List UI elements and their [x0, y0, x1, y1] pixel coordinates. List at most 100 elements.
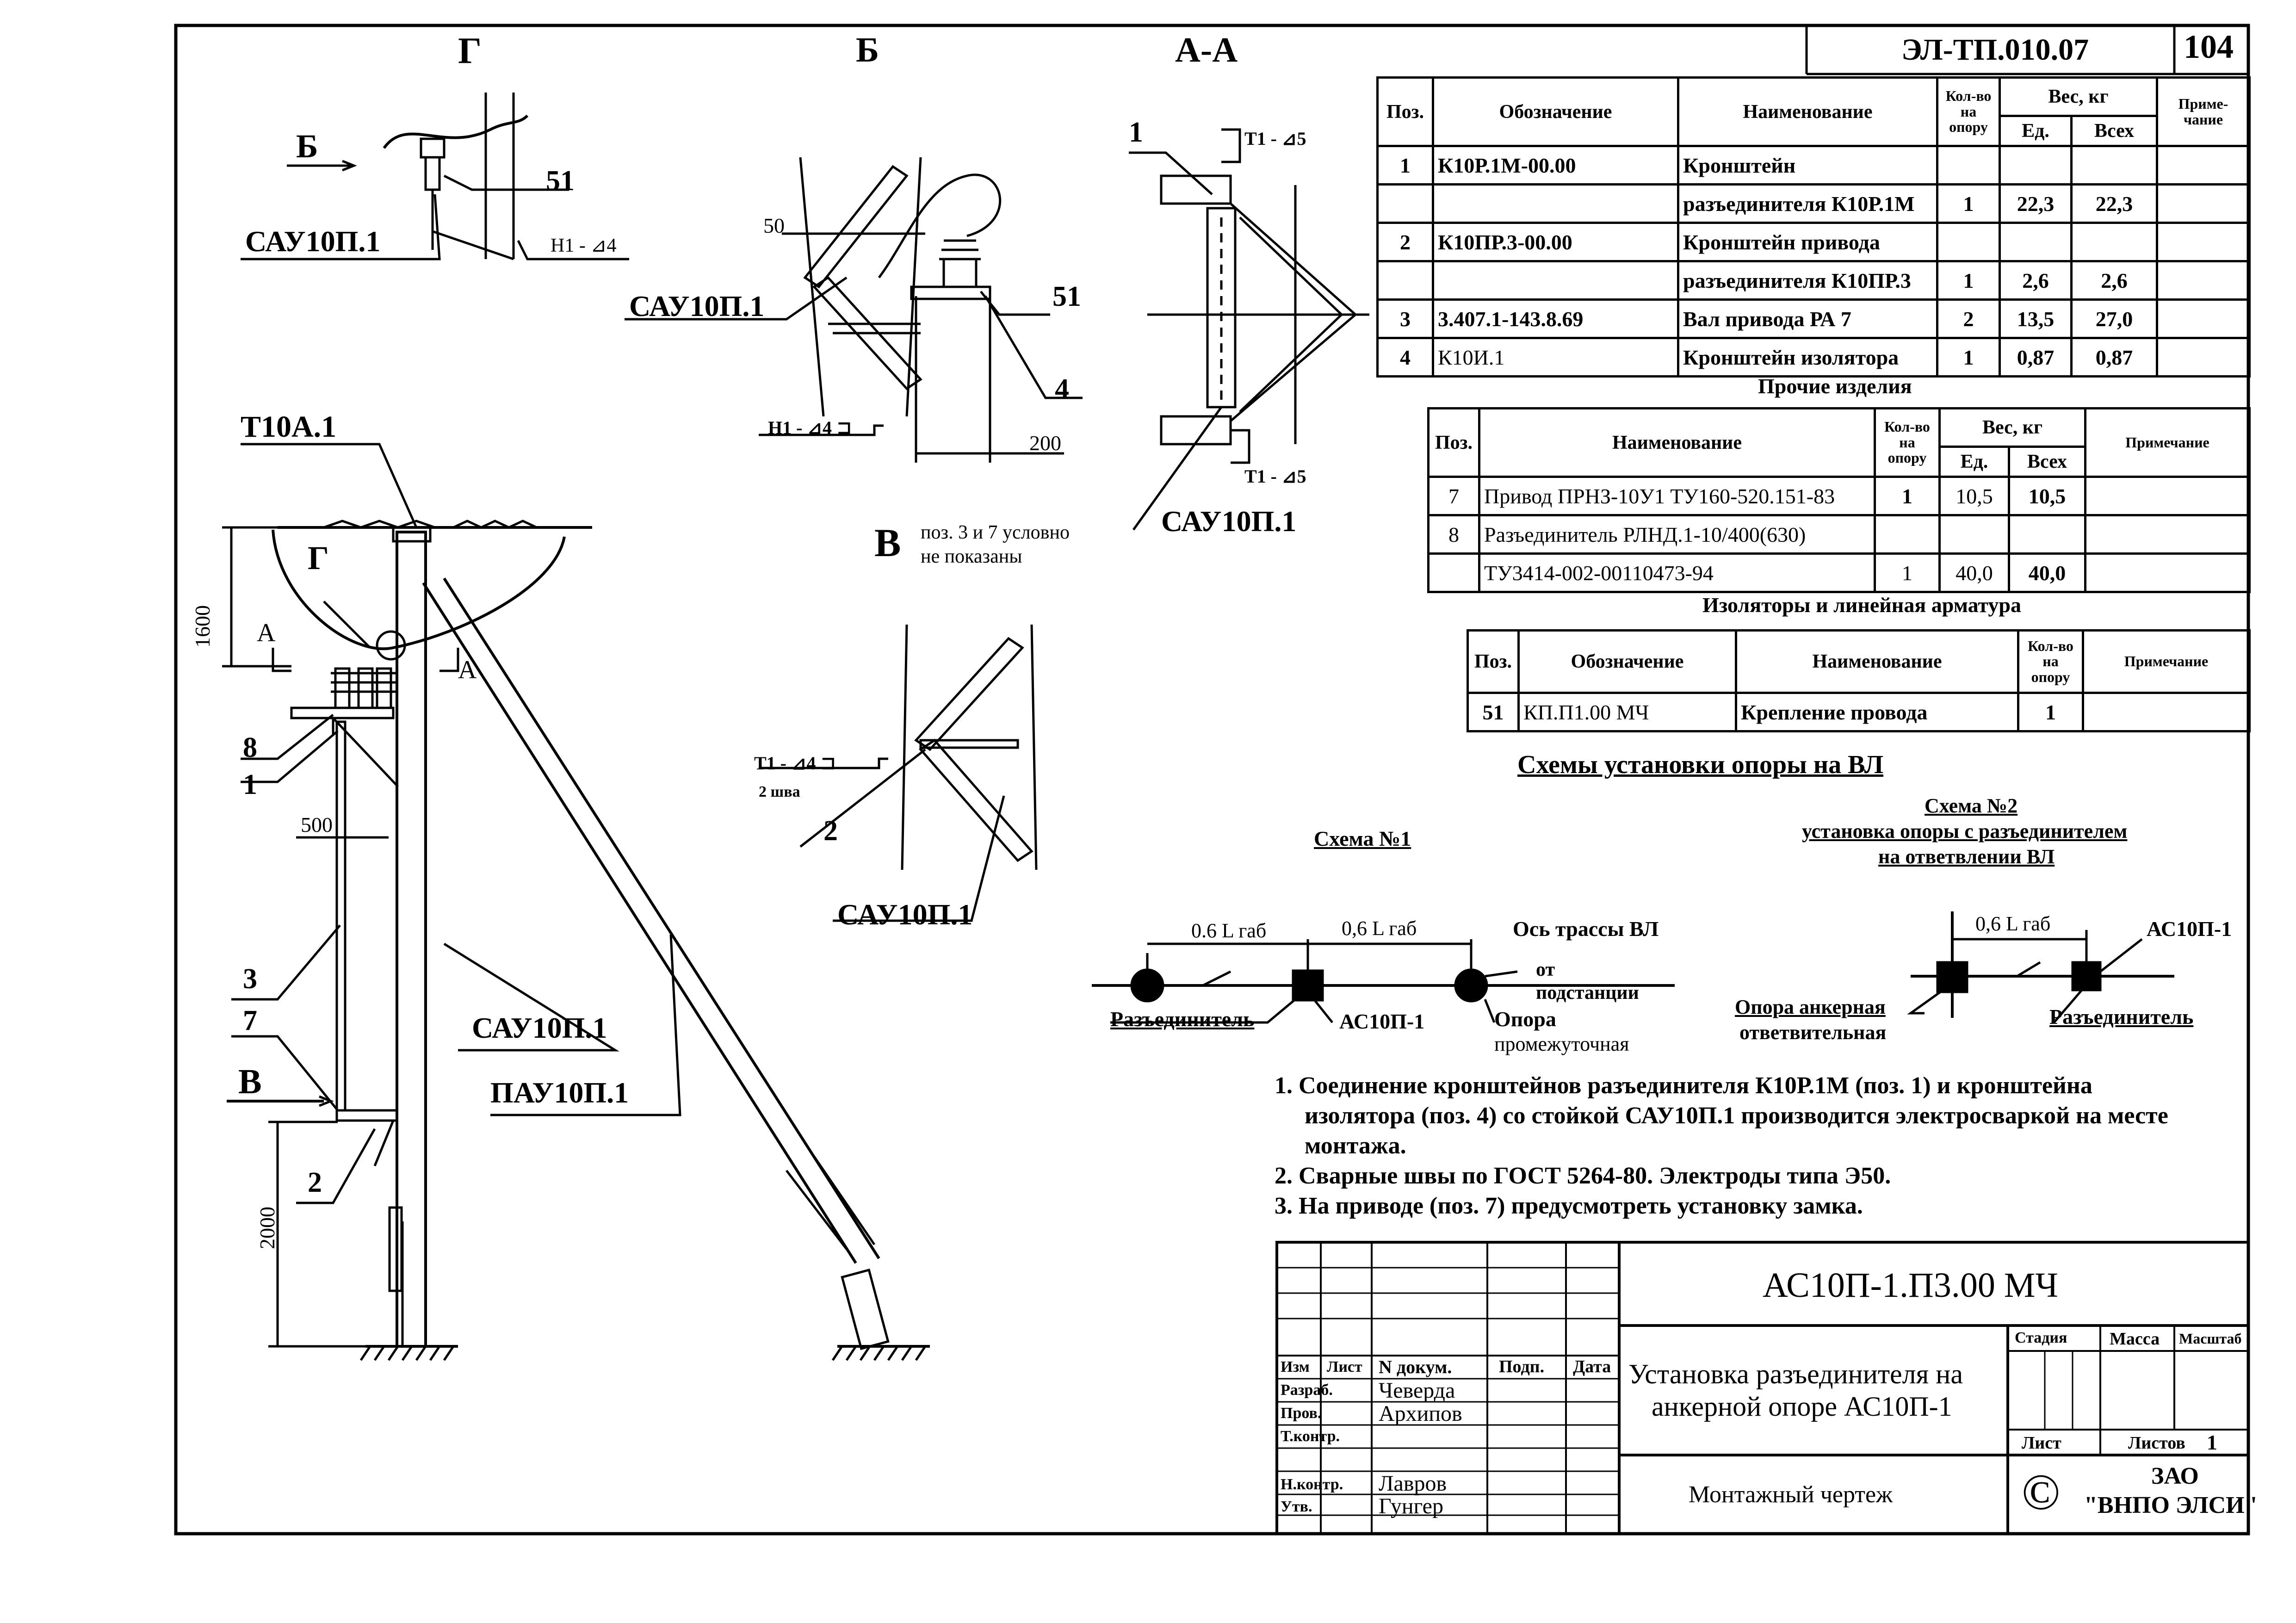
view-aa-weld-top: Т1 - ⊿5 — [1244, 128, 1306, 149]
spec-header-weight: Вес, кг — [1999, 76, 2158, 117]
view-title-b: Б — [856, 31, 879, 69]
table-row: 2 К10ПР.3-00.00 Кронштейн привода — [1376, 222, 2251, 262]
spec-cell: 2,6 — [2070, 260, 2158, 301]
spec-cell: 4 — [1376, 337, 1434, 378]
other-header-weight: Вес, кг — [1938, 407, 2086, 448]
main-v-arrow: В — [238, 1062, 262, 1101]
tb-org-1: ЗАО — [2151, 1463, 2199, 1489]
other-cell — [2008, 514, 2086, 555]
table-row: 1 К10Р.1М-00.00 Кронштейн — [1376, 145, 2251, 186]
scheme2-anchor-1: Опора анкерная — [1735, 996, 1886, 1018]
other-header-qty: Кол-во на опору — [1874, 407, 1941, 478]
view-b-dim-50: 50 — [763, 214, 785, 237]
scheme2-anchor-2: ответвительная — [1739, 1021, 1887, 1044]
view-aa-sau: САУ10П.1 — [1161, 505, 1297, 538]
scheme1-from-1: от — [1536, 959, 1555, 980]
table-row: разъединителя К10Р.1М 1 22,3 22,3 — [1376, 183, 2251, 224]
ins-header-note: Примечание — [2082, 629, 2251, 694]
table-row: 3 3.407.1-143.8.69 Вал привода РА 7 2 13… — [1376, 298, 2251, 339]
page-number: 104 — [2184, 28, 2234, 65]
other-cell: 10,5 — [2008, 476, 2086, 516]
scheme2-title-1: Схема №2 — [1925, 794, 2018, 817]
tb-col-doc: N докум. — [1379, 1357, 1452, 1377]
view-v-weld: Т1 - ⊿4 ⊐ — [754, 753, 836, 774]
ins-cell: КП.П1.00 МЧ — [1517, 692, 1737, 732]
spec-cell: 22,3 — [2070, 183, 2158, 224]
tb-name-2: Архипов — [1379, 1401, 1462, 1426]
ins-header-designation: Обозначение — [1517, 629, 1737, 694]
spec-cell: Кронштейн привода — [1677, 222, 1938, 262]
other-cell: 1 — [1874, 476, 1941, 516]
spec-header-total: Всех — [2070, 115, 2158, 147]
title-text-1: Установка разъединителя на — [1628, 1359, 1963, 1389]
spec-cell: 1 — [1936, 260, 2001, 301]
tb-role-6: Утв. — [1281, 1498, 1312, 1515]
scheme1-dim-1: 0.6 L габ — [1191, 919, 1267, 942]
scheme2-title-3: на ответвлении ВЛ — [1878, 845, 2055, 868]
title-doc-type: Монтажный чертеж — [1689, 1481, 1893, 1508]
spec-cell: разъединителя К10Р.1М — [1677, 183, 1938, 224]
spec-cell: 2 — [1936, 298, 2001, 339]
tb-name-1: Чеверда — [1379, 1378, 1455, 1403]
spec-cell: 1 — [1936, 183, 2001, 224]
ins-header-qty: Кол-во на опору — [2017, 629, 2084, 694]
spec-cell — [1432, 183, 1679, 224]
spec-cell — [1376, 260, 1434, 301]
note-1-cont2: монтажа. — [1305, 1133, 1406, 1159]
view-b-sau: САУ10П.1 — [629, 290, 765, 322]
view-g-sau: САУ10П.1 — [245, 225, 381, 258]
table-row: 4 К10И.1 Кронштейн изолятора 1 0,87 0,87 — [1376, 337, 2251, 378]
view-title-g: Г — [458, 31, 482, 71]
scheme2-title-2: установка опоры с разъединителем — [1802, 820, 2128, 842]
scheme2-ac10: АС10П-1 — [2147, 917, 2232, 941]
view-b-dim-200: 200 — [1029, 431, 1061, 455]
other-header-name: Наименование — [1478, 407, 1876, 478]
spec-header-pos: Поз. — [1376, 76, 1434, 147]
spec-cell — [1999, 222, 2073, 262]
main-pos2: 2 — [308, 1167, 322, 1198]
other-table-title: Прочие изделия — [1758, 374, 1912, 398]
main-sau: САУ10П.1 — [472, 1011, 607, 1044]
tb-name-5: Лавров — [1379, 1471, 1447, 1496]
scheme2-disconnector: Разъединитель — [2049, 1005, 2194, 1028]
other-header-note: Примечание — [2084, 407, 2251, 478]
main-pos3: 3 — [243, 963, 257, 995]
tb-col-date: Дата — [1573, 1357, 1611, 1376]
spec-cell: 3.407.1-143.8.69 — [1432, 298, 1679, 339]
other-cell: 40,0 — [2008, 552, 2086, 593]
note-1-cont: изолятора (поз. 4) со стойкой САУ10П.1 п… — [1305, 1103, 2168, 1129]
ins-cell: 1 — [2017, 692, 2084, 732]
spec-cell — [1936, 145, 2001, 186]
spec-cell: 27,0 — [2070, 298, 2158, 339]
scheme1-disconnector: Разъединитель — [1110, 1007, 1255, 1031]
main-pau: ПАУ10П.1 — [490, 1076, 629, 1109]
scheme1-ac10: АС10П-1 — [1339, 1010, 1425, 1033]
spec-header-unit: Ед. — [1999, 115, 2073, 147]
view-v-sau: САУ10П.1 — [837, 898, 973, 931]
main-section-a-left: А — [257, 619, 276, 647]
table-row: разъединителя К10ПР.3 1 2,6 2,6 — [1376, 260, 2251, 301]
other-header-pos: Поз. — [1427, 407, 1480, 478]
tb-col-sign: Подп. — [1499, 1357, 1545, 1376]
spec-table: Поз. Обозначение Наименование Кол-во на … — [1376, 76, 2251, 378]
scheme1-dim-2: 0,6 L габ — [1342, 917, 1417, 940]
main-g-marker: Г — [308, 539, 329, 576]
scheme1-support-2: промежуточная — [1494, 1033, 1629, 1055]
view-g-weld: Н1 - ⊿4 — [551, 235, 617, 256]
spec-cell: К10Р.1М-00.00 — [1432, 145, 1679, 186]
ins-header-pos: Поз. — [1467, 629, 1520, 694]
spec-cell: Кронштейн изолятора — [1677, 337, 1938, 378]
spec-cell: разъединителя К10ПР.3 — [1677, 260, 1938, 301]
doc-code: ЭЛ-ТП.010.07 — [1901, 33, 2089, 67]
tb-name-6: Гунгер — [1379, 1494, 1443, 1518]
copyright-icon: © — [2022, 1464, 2061, 1520]
spec-cell — [1432, 260, 1679, 301]
tb-role-3: Т.контр. — [1281, 1428, 1340, 1445]
table-row: ТУ3414-002-00110473-94 1 40,0 40,0 — [1427, 552, 2251, 593]
other-cell — [2084, 514, 2251, 555]
tb-mass: Масса — [2110, 1329, 2160, 1349]
tb-role-2: Пров. — [1281, 1405, 1322, 1422]
note-2: 2. Сварные швы по ГОСТ 5264-80. Электрод… — [1275, 1163, 1891, 1189]
ins-cell — [2082, 692, 2251, 732]
